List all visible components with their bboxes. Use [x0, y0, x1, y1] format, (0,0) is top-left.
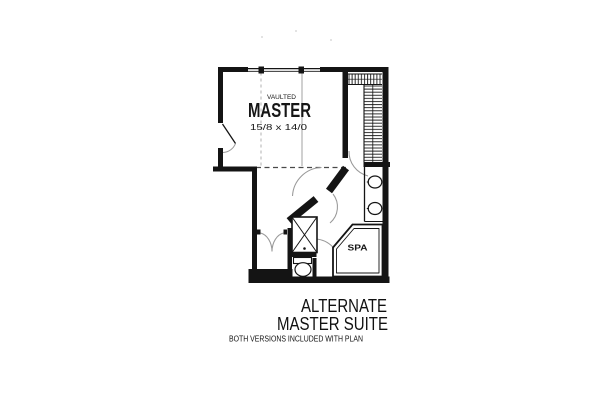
left-wall-upper [218, 67, 223, 123]
hall-door-swing-arc [329, 193, 338, 224]
shower-bottom-wall [287, 252, 317, 257]
room-labels: VAULTED MASTER 15/8 x 14/0 [248, 94, 311, 132]
bottom-wall-left [248, 269, 293, 283]
closet [348, 73, 382, 162]
caption-title-line1: ALTERNATE [301, 295, 387, 316]
bottom-wall-right [292, 276, 390, 283]
double-door-swing-right [271, 232, 284, 252]
hall-angled-wall [325, 165, 350, 194]
double-door-jamb-left [257, 229, 261, 235]
spa-tub-deck [332, 223, 384, 278]
top-wall-right [320, 67, 388, 72]
bath-door-swing-arc [291, 166, 322, 197]
window-mullion-left [258, 66, 264, 74]
closet-wall [342, 72, 348, 158]
caption-note: BOTH VERSIONS INCLUDED WITH PLAN [229, 335, 363, 344]
entry-door-leaf [221, 123, 237, 144]
hall-wall [252, 166, 257, 273]
master-room-label: MASTER [248, 100, 311, 122]
entry-door [221, 123, 237, 154]
entry-door-swing-arc [222, 143, 236, 154]
spa-tub-basin [336, 228, 380, 274]
vanity-sink-upper [367, 175, 383, 189]
master-bottom-wall [213, 166, 254, 172]
shower-drain [303, 247, 306, 250]
window [247, 66, 322, 74]
double-door-jamb-right [283, 229, 287, 235]
hall-double-doors [257, 229, 287, 252]
vaulted-label: VAULTED [267, 94, 296, 101]
window-mullion-right [298, 66, 304, 74]
spa-tub: SPA [332, 223, 384, 278]
shower-x-line2 [291, 216, 318, 253]
toilet-bowl [294, 262, 312, 277]
ceiling-guides [256, 72, 346, 169]
right-wall [382, 67, 389, 283]
caption: ALTERNATE MASTER SUITE BOTH VERSIONS INC… [229, 295, 388, 344]
vanity-sink-lower [367, 201, 383, 216]
caption-title-line2: MASTER SUITE [277, 313, 388, 334]
closet-vanity-divider-wall [363, 162, 390, 167]
vanity [363, 167, 383, 222]
scan-specks [261, 30, 332, 41]
spa-label: SPA [348, 243, 368, 253]
top-wall-left [218, 67, 248, 72]
toilet [292, 256, 313, 277]
shower [291, 216, 318, 254]
toilet-right-wall [312, 258, 317, 282]
left-wall-lower [218, 148, 223, 171]
room-dimensions-label: 15/8 x 14/0 [250, 122, 307, 132]
walls [213, 67, 390, 283]
